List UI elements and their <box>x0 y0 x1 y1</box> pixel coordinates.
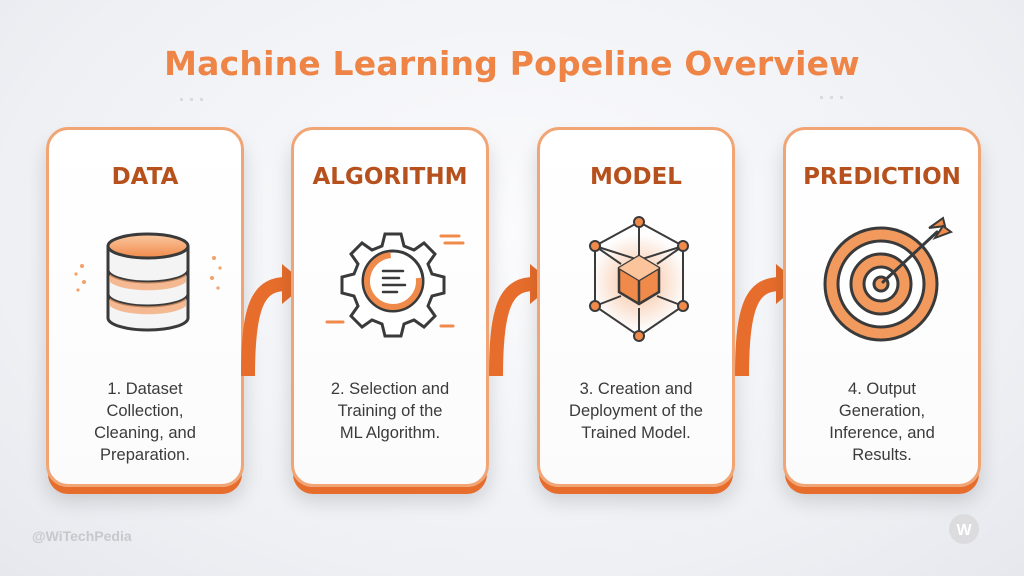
desc-line: Collection, <box>106 402 184 420</box>
page-title: Machine Learning Popeline Overview <box>164 44 860 83</box>
desc-line: 4. Output <box>848 380 916 398</box>
card-prediction: PREDICTION 4. Output Generation, Inferen… <box>783 127 981 487</box>
card-data: DATA 1. Dataset Collection, Cleaning, an… <box>46 127 244 487</box>
desc-line: Training of the <box>337 402 443 420</box>
card-algorithm: ALGORITHM 2. Selection and Training of t… <box>291 127 489 487</box>
logo-letter: W <box>956 522 972 539</box>
database-icon <box>74 232 222 332</box>
card-model: MODEL 3. Creation and Deployment of the … <box>537 127 735 487</box>
desc-line: Preparation. <box>100 446 190 464</box>
card-title: PREDICTION <box>803 164 961 190</box>
card-description: 3. Creation and Deployment of the Traine… <box>552 378 720 444</box>
network-cube-icon <box>589 216 689 342</box>
card-description: 4. Output Generation, Inference, and Res… <box>798 378 966 466</box>
card-description: 1. Dataset Collection, Cleaning, and Pre… <box>61 378 229 466</box>
desc-line: Generation, <box>838 402 926 420</box>
watermark-handle: @WiTechPedia <box>32 528 132 544</box>
gear-code-icon <box>325 232 465 338</box>
desc-line: Cleaning, and <box>94 424 196 442</box>
desc-line: 2. Selection and <box>330 380 450 398</box>
card-title: DATA <box>111 164 179 190</box>
card-title: ALGORITHM <box>312 164 468 190</box>
desc-line: Results. <box>852 446 912 464</box>
desc-line: Deployment of the <box>569 402 703 420</box>
background-dots-decoration <box>180 96 843 101</box>
desc-line: Inference, and <box>829 424 935 442</box>
desc-line: 3. Creation and <box>579 380 693 398</box>
card-title: MODEL <box>590 164 682 190</box>
target-arrow-icon <box>823 216 954 342</box>
desc-line: 1. Dataset <box>107 380 183 398</box>
desc-line: ML Algorithm. <box>339 424 441 442</box>
desc-line: Trained Model. <box>581 424 691 442</box>
card-description: 2. Selection and Training of the ML Algo… <box>306 378 474 444</box>
witechpedia-logo-icon: W <box>949 514 979 544</box>
